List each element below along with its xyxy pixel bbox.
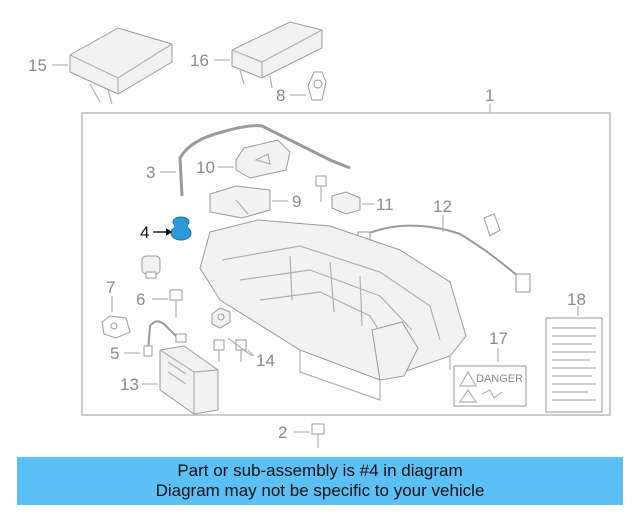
part-11-connector (331, 191, 361, 215)
banner-line-1: Part or sub-assembly is #4 in diagram (177, 461, 463, 480)
part-14-bolts (213, 339, 247, 362)
callout-13: 13 (120, 375, 139, 394)
callout-3: 3 (146, 163, 155, 182)
banner-line-2: Diagram may not be specific to your vehi… (155, 481, 485, 500)
svg-text:DANGER: DANGER (476, 373, 523, 385)
callout-5: 5 (110, 344, 119, 363)
callout-1: 1 (485, 86, 494, 105)
callout-9: 9 (292, 192, 301, 211)
callout-12: 12 (433, 197, 452, 216)
bolt-upper (315, 175, 327, 202)
part-2-bolt (311, 423, 325, 448)
callout-18: 18 (567, 290, 586, 309)
part-8-bracket (307, 71, 327, 101)
nut (211, 307, 231, 329)
callout-10: 10 (196, 158, 215, 177)
callout-6: 6 (136, 290, 145, 309)
parts-diagram: 1 15 16 8 3 10 9 (28, 21, 611, 448)
battery-tray (199, 219, 467, 401)
callout-16: 16 (190, 51, 209, 70)
callout-7: 7 (106, 278, 115, 297)
part-18-info-label (545, 317, 603, 413)
callout-8: 8 (276, 86, 285, 105)
part-4-highlighted (170, 216, 192, 241)
part-3-tube (178, 124, 351, 197)
part-16-cover (231, 21, 323, 89)
mount-bushing (141, 255, 161, 279)
part-10-cover (235, 139, 291, 179)
callout-15: 15 (28, 56, 47, 75)
assembly-frame (81, 112, 611, 416)
info-banner: Part or sub-assembly is #4 in diagram Di… (17, 457, 623, 505)
callout-2: 2 (278, 423, 287, 442)
part-5-wire (143, 320, 187, 357)
callout-11: 11 (376, 195, 394, 214)
part-9-module (209, 185, 271, 219)
callout-17: 17 (489, 329, 508, 348)
callout-14: 14 (256, 351, 275, 370)
callout-4: 4 (140, 223, 149, 242)
part-6-bolt (169, 289, 183, 318)
part-13-module (159, 345, 219, 415)
part-15-cover (69, 27, 173, 105)
part-7-bracket (101, 315, 131, 339)
part-17-danger-label: DANGER (453, 365, 527, 407)
